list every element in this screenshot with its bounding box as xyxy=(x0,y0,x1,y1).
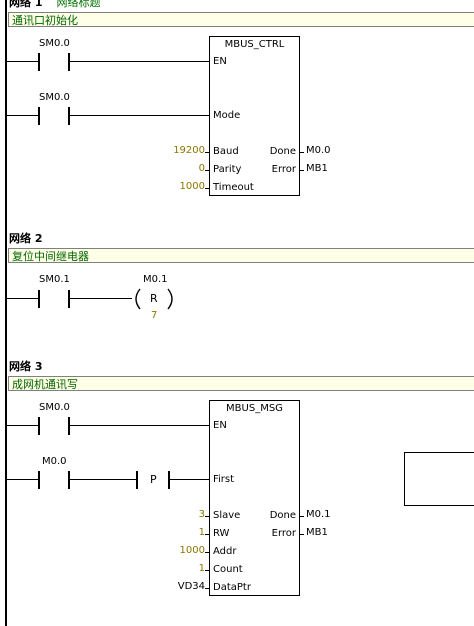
tick xyxy=(205,516,209,517)
contact-en-left[interactable] xyxy=(38,53,40,71)
network-2-title: 网络 2 xyxy=(9,232,43,245)
contact-first-left[interactable] xyxy=(38,471,40,489)
baud-value[interactable]: 19200 xyxy=(173,145,205,156)
contact-mode-left[interactable] xyxy=(38,107,40,125)
wire xyxy=(70,479,136,480)
tick xyxy=(300,152,304,153)
left-power-rail xyxy=(5,0,7,626)
rw-value[interactable]: 1 xyxy=(198,527,205,538)
contact-mode-address: SM0.0 xyxy=(39,92,70,103)
pin-error: Error xyxy=(271,528,296,539)
done-output[interactable]: M0.0 xyxy=(306,145,331,156)
network-2-comment[interactable]: 复位中间继电器 xyxy=(8,248,474,263)
contact-mode-right[interactable] xyxy=(68,107,70,125)
wire xyxy=(7,61,38,62)
block-name: MBUS_CTRL xyxy=(224,39,285,50)
pulse-label: P xyxy=(150,473,157,486)
pin-en: EN xyxy=(213,56,227,67)
contact-first-right[interactable] xyxy=(68,471,70,489)
pin-count: Count xyxy=(213,564,243,575)
pin-mode: Mode xyxy=(213,110,241,121)
contact-en-right[interactable] xyxy=(68,417,70,435)
tick xyxy=(300,534,304,535)
pulse-left[interactable] xyxy=(136,471,138,489)
contact-en-address: SM0.0 xyxy=(39,402,70,413)
mbus-ctrl-block[interactable]: MBUS_CTRL EN Mode Baud Parity Timeout Do… xyxy=(209,36,300,196)
network-3-title: 网络 3 xyxy=(9,360,43,373)
tick xyxy=(205,170,209,171)
contact-en-address: SM0.0 xyxy=(39,38,70,49)
slave-value[interactable]: 3 xyxy=(198,509,205,520)
network-2-header[interactable]: 网络 2 xyxy=(9,230,42,246)
wire xyxy=(70,425,210,426)
done-output[interactable]: M0.1 xyxy=(306,509,331,520)
pin-dataptr: DataPtr xyxy=(213,582,251,593)
offscreen-block[interactable] xyxy=(404,452,474,506)
pin-error: Error xyxy=(271,164,296,175)
tick xyxy=(205,570,209,571)
block-name: MBUS_MSG xyxy=(226,403,283,414)
pin-rw: RW xyxy=(213,528,230,539)
timeout-value[interactable]: 1000 xyxy=(179,181,205,192)
tick xyxy=(300,516,304,517)
tick xyxy=(205,552,209,553)
network-1-comment[interactable]: 通讯口初始化 xyxy=(8,12,474,27)
wire xyxy=(70,115,210,116)
contact-left[interactable] xyxy=(38,290,40,308)
dataptr-value[interactable]: VD34 xyxy=(177,581,205,592)
network-3-comment[interactable]: 成网机通讯写 xyxy=(8,376,474,391)
pin-done: Done xyxy=(269,146,296,157)
tick xyxy=(205,534,209,535)
contact-en-left[interactable] xyxy=(38,417,40,435)
wire xyxy=(7,115,38,116)
wire xyxy=(7,425,38,426)
network-3-header[interactable]: 网络 3 xyxy=(9,358,42,374)
pin-timeout: Timeout xyxy=(213,182,254,193)
reset-coil-icon[interactable] xyxy=(130,287,178,311)
pin-slave: Slave xyxy=(213,510,241,521)
pin-parity: Parity xyxy=(213,164,242,175)
addr-value[interactable]: 1000 xyxy=(179,545,205,556)
error-output[interactable]: MB1 xyxy=(306,527,328,538)
pin-baud: Baud xyxy=(213,146,239,157)
pin-addr: Addr xyxy=(213,546,237,557)
pin-first: First xyxy=(213,474,235,485)
tick xyxy=(205,588,209,589)
contact-right[interactable] xyxy=(68,290,70,308)
wire xyxy=(7,298,38,299)
contact-first-address: M0.0 xyxy=(42,456,67,467)
tick xyxy=(205,152,209,153)
parity-value[interactable]: 0 xyxy=(198,163,205,174)
coil-address: M0.1 xyxy=(143,274,168,285)
wire xyxy=(70,298,132,299)
tick xyxy=(205,188,209,189)
network-1-subtitle: 网络标题 xyxy=(56,0,101,9)
error-output[interactable]: MB1 xyxy=(306,163,328,174)
network-1-title: 网络 1 xyxy=(9,0,43,9)
wire xyxy=(170,479,210,480)
coil-count[interactable]: 7 xyxy=(151,310,158,321)
pulse-right[interactable] xyxy=(168,471,170,489)
pin-done: Done xyxy=(269,510,296,521)
contact-en-right[interactable] xyxy=(68,53,70,71)
network-1-header[interactable]: 网络 1 网络标题 xyxy=(9,0,100,10)
coil-type: R xyxy=(150,292,158,305)
wire xyxy=(7,479,38,480)
count-value[interactable]: 1 xyxy=(198,563,205,574)
mbus-msg-block[interactable]: MBUS_MSG EN First Slave RW Addr Count Da… xyxy=(209,400,300,596)
contact-address: SM0.1 xyxy=(39,274,70,285)
tick xyxy=(300,170,304,171)
pin-en: EN xyxy=(213,420,227,431)
wire xyxy=(70,61,210,62)
